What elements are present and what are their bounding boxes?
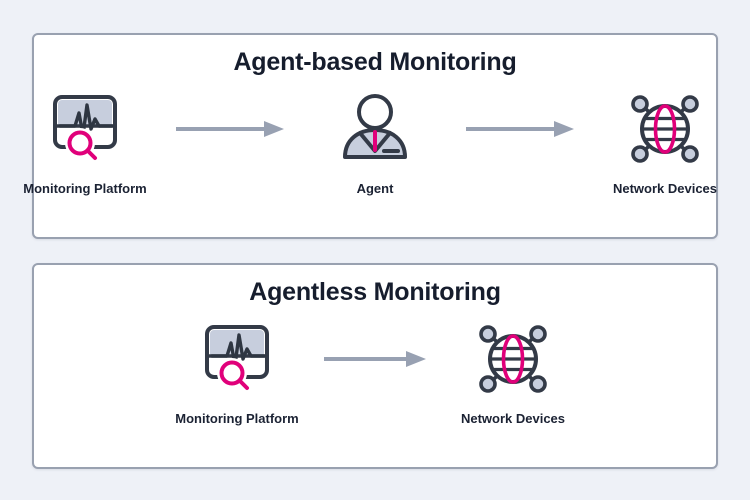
monitoring-platform-icon: [194, 321, 280, 397]
network-devices-globe-icon: [470, 321, 556, 397]
node-label-network-devices: Network Devices: [612, 181, 718, 196]
flow-agentless: Monitoring Platform: [34, 321, 716, 426]
node-agent[interactable]: Agent: [293, 91, 457, 196]
agent-person-icon: [332, 91, 418, 167]
panel-agent-based-monitoring: Agent-based Monitoring: [23, 33, 718, 239]
network-devices-globe-icon: [622, 91, 708, 167]
panel-title-agentless: Agentless Monitoring: [249, 278, 501, 306]
flow-agent-based: Monitoring Platform: [23, 91, 717, 196]
panel-agentless-monitoring: Agentless Monitoring Monitoring Platform: [32, 263, 718, 469]
monitoring-platform-icon: [42, 91, 128, 167]
node-network-devices[interactable]: Network Devices: [583, 91, 747, 196]
node-label-agent: Agent: [356, 181, 394, 196]
arrow-agent-to-network-devices: [457, 91, 583, 167]
arrow-platform-to-agent: [167, 91, 293, 167]
node-label-network-devices-agentless: Network Devices: [460, 411, 566, 426]
node-label-monitoring-platform: Monitoring Platform: [23, 181, 147, 196]
node-monitoring-platform[interactable]: Monitoring Platform: [3, 91, 167, 196]
node-network-devices-agentless[interactable]: Network Devices: [431, 321, 595, 426]
panel-title-agent-based: Agent-based Monitoring: [233, 48, 517, 76]
node-monitoring-platform-agentless[interactable]: Monitoring Platform: [155, 321, 319, 426]
arrow-platform-to-network-devices: [319, 321, 431, 397]
node-label-monitoring-platform-agentless: Monitoring Platform: [175, 411, 299, 426]
